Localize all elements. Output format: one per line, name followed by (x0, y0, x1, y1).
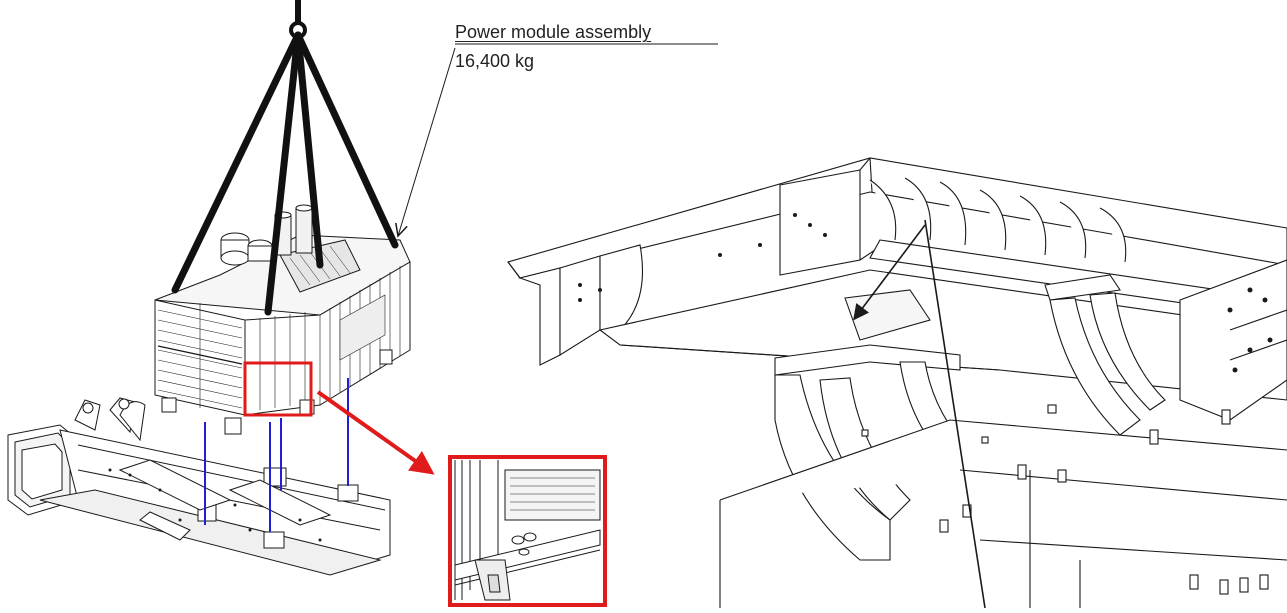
zoom-arrow-icon (316, 390, 435, 475)
lifting-slings (171, 31, 399, 316)
radiator-grille (157, 303, 243, 409)
callout-title: Power module assembly (455, 22, 652, 42)
crane-hook-icon (289, 0, 307, 39)
detail-highlight-box (243, 361, 313, 417)
detail-inset (448, 455, 607, 607)
mount-pointer (853, 219, 986, 609)
callout-leader (398, 43, 718, 236)
truck-frame (7, 397, 391, 576)
alignment-guides (204, 378, 349, 532)
frame-detail-view (507, 157, 1287, 608)
power-module (154, 204, 411, 435)
callout-mass: 16,400 kg (455, 51, 535, 71)
